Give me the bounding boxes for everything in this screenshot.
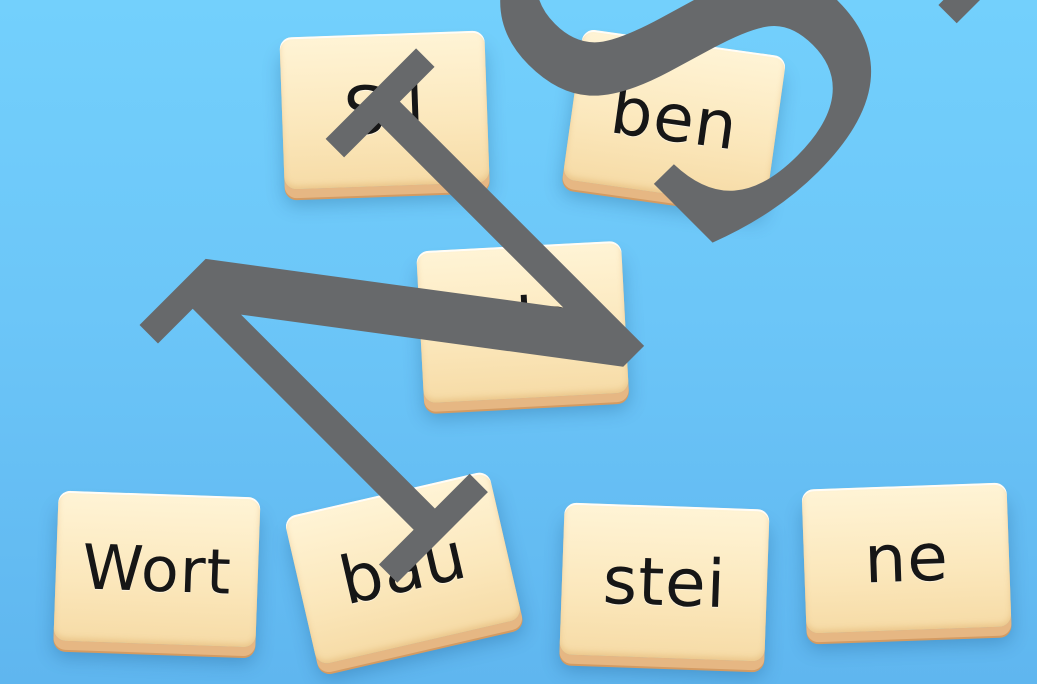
tile-ne: ne bbox=[801, 482, 1012, 634]
tile-label: ne bbox=[862, 518, 951, 598]
tile-label: bau bbox=[332, 516, 474, 620]
tile-label: Wort bbox=[81, 529, 233, 609]
tile-label: Sil bbox=[342, 70, 427, 150]
tile-ben: ben bbox=[562, 28, 787, 208]
tile-label: als bbox=[472, 281, 573, 363]
tile-sil: Sil bbox=[279, 30, 490, 190]
tile-bau: bau bbox=[283, 470, 523, 666]
tile-als: als bbox=[416, 240, 629, 404]
tile-stei: stei bbox=[559, 502, 770, 662]
tile-label: ben bbox=[606, 71, 743, 165]
tile-label: stei bbox=[601, 541, 728, 623]
tile-wort: Wort bbox=[53, 490, 261, 648]
